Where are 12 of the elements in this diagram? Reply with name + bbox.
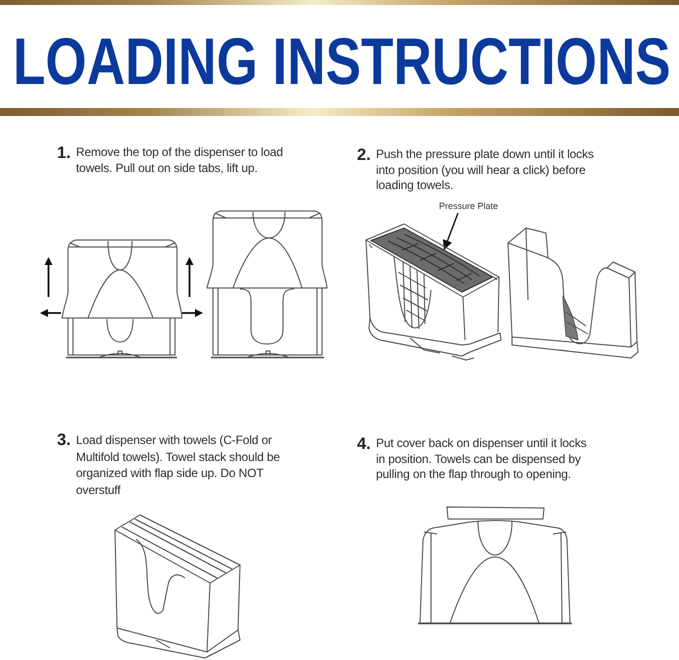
pressure-plate xyxy=(370,227,494,293)
step-number: 1. xyxy=(57,145,71,162)
instruction-text: Push the pressure plate down until it locks into position (you will hear a click) before loading towels. xyxy=(376,147,595,194)
title: LOADING INSTRUCTIONS xyxy=(13,35,671,87)
instruction-text: Remove the top of the dispenser to load towels. Pull out on side tabs, lift up. xyxy=(76,145,284,176)
instruction-text: Load dispenser with towels (C-Fold or Multifold towels). Towel stack should be organized with flap side up. Do NOT overstuff xyxy=(76,432,281,498)
callout-label: Pressure Plate xyxy=(439,201,498,212)
step-number: 2. xyxy=(357,147,371,164)
step-number: 3. xyxy=(57,432,71,449)
step-number: 4. xyxy=(357,436,371,453)
instruction-text: Put cover back on dispenser until it locks in position. Towels can be dispensed by pulling on the flap through to opening. xyxy=(376,436,588,482)
leader-line xyxy=(442,212,459,250)
